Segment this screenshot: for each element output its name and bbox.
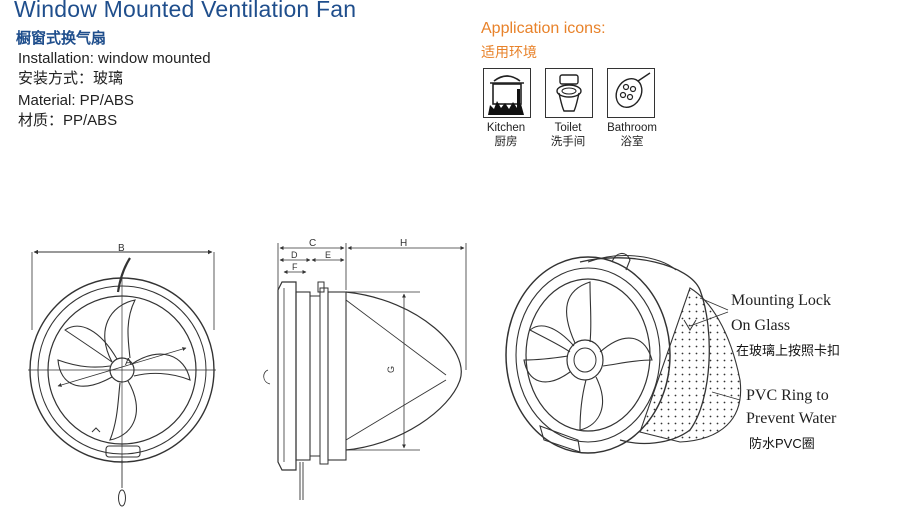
shower-head-icon [607,68,655,118]
dim-label-b: B [118,243,125,254]
dim-label-d: D [291,250,298,260]
callout-ring-cn: 防水PVC圈 [749,436,815,451]
front-view [28,249,216,507]
icon-label-kitchen-cn: 厨房 [494,136,518,148]
callout-lock-line1: Mounting Lock [731,292,831,309]
icon-label-kitchen: Kitchen [486,122,526,134]
dim-label-e: E [325,250,331,260]
icon-label-bathroom-cn: 浴室 [620,136,644,148]
kitchen-pot-icon [483,68,531,118]
page-title: Window Mounted Ventilation Fan [14,0,357,22]
application-title: Application icons: [481,20,606,37]
callout-ring-line1: PVC Ring to [746,387,829,404]
icon-label-bathroom: Bathroom [607,122,657,134]
callout-ring-line2: Prevent Water [746,410,837,427]
application-subtitle: 适用环境 [481,44,537,60]
icon-label-toilet: Toilet [554,122,582,134]
callout-lock-cn: 在玻璃上按照卡扣 [736,343,841,358]
toilet-icon [545,68,593,118]
isometric-view [505,252,742,454]
spec-material-cn: 材质：PP/ABS [18,112,118,129]
callout-lock-line2: On Glass [731,317,791,334]
dim-label-h: H [400,238,407,249]
dim-label-f: F [292,262,298,272]
dim-label-c: C [309,238,316,249]
page-subtitle-cn: 橱窗式换气扇 [16,30,107,47]
spec-installation-cn: 安装方式：玻璃 [18,70,124,87]
icon-label-toilet-cn: 洗手间 [550,136,586,148]
dim-label-a: A [125,357,132,368]
dim-label-g: G [386,366,396,373]
spec-material: Material: PP/ABS [18,92,134,109]
side-view [263,243,467,500]
spec-installation: Installation: window mounted [18,50,211,67]
